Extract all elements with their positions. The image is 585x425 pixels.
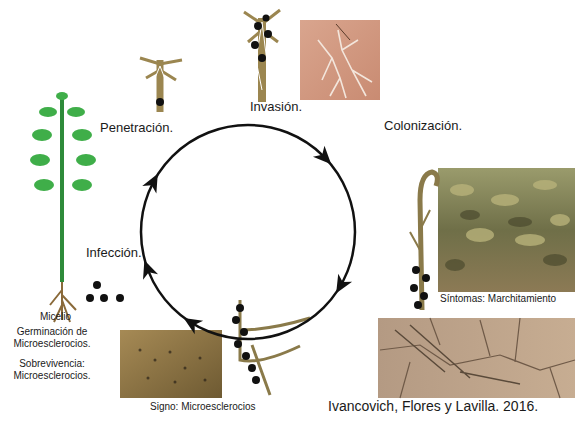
photo-field [438,168,575,292]
arrowhead [143,260,158,280]
source-credit: Ivancovich, Flores y Lavilla. 2016. [328,398,585,415]
photo-roots [300,20,380,100]
wilted-plant [410,172,437,310]
structure-label: Sobrevivencia: Microesclerocios. [2,358,102,382]
arrowhead [336,274,352,294]
photo-caption: Signo: Microesclerocios [150,401,280,413]
stage-label: Infección. [86,245,176,261]
arrowhead [184,318,204,334]
stage-label: Invasión. [250,99,330,115]
arrowhead [313,146,331,165]
stage-label: Colonización. [384,118,484,134]
arrowhead [142,174,158,194]
photo-cracked-soil [378,318,575,398]
invasion-plant [244,10,280,102]
cycle-circle [141,125,355,339]
structure-label: Germinación de Microesclerocios. [2,326,102,350]
penetration-plant [140,58,182,112]
infected-roots [232,300,310,395]
stage-label: Penetración. [100,120,190,136]
cycle-arrowheads [142,146,352,335]
photo-caption: Síntomas: Marchitamiento [440,293,580,305]
photo-stem-sclerotia [120,330,222,398]
structure-label: Micelio [40,311,100,323]
